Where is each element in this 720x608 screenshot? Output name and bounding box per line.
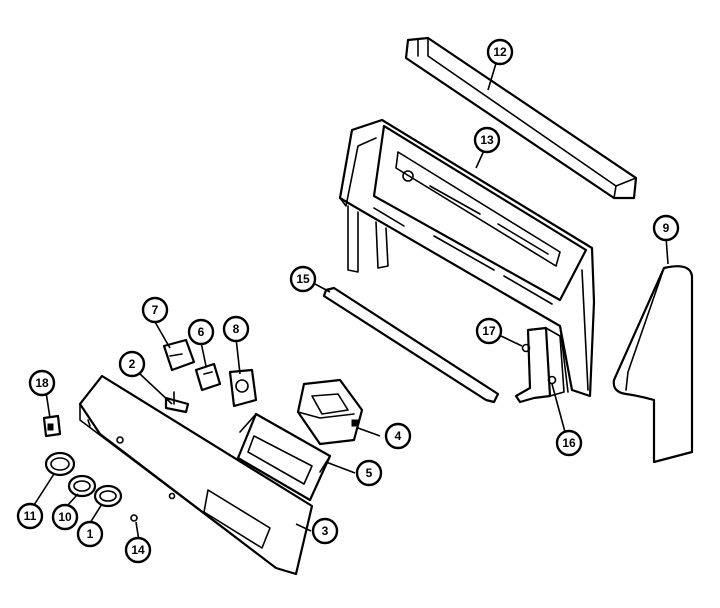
callout-3: 3 <box>311 517 339 545</box>
callout-10: 10 <box>51 503 79 531</box>
callout-4: 4 <box>384 422 412 450</box>
part-8-infinite-switch <box>228 368 258 408</box>
callout-17-label: 17 <box>482 324 496 338</box>
part-9-side-trim <box>612 265 694 464</box>
callout-1-label: 1 <box>87 527 94 541</box>
part-3-control-panel <box>78 374 314 576</box>
callout-14-label: 14 <box>131 543 145 557</box>
callout-6: 6 <box>187 318 215 346</box>
part-15-cross-bar <box>322 286 500 404</box>
part-6-switch <box>194 362 222 392</box>
callout-5-label: 5 <box>366 466 373 480</box>
callout-16: 16 <box>555 429 583 457</box>
callout-6-label: 6 <box>198 325 205 339</box>
callout-15: 15 <box>289 265 317 293</box>
callout-14: 14 <box>124 536 152 564</box>
part-16-17-side-bracket <box>514 326 565 404</box>
callout-1: 1 <box>76 520 104 548</box>
callout-12-label: 12 <box>493 45 507 59</box>
callout-18-label: 18 <box>35 376 49 390</box>
callout-7: 7 <box>141 296 169 324</box>
callout-8: 8 <box>222 315 250 343</box>
callout-18: 18 <box>28 369 56 397</box>
part-1-knob <box>93 484 123 508</box>
callout-17: 17 <box>475 317 503 345</box>
leader-lines <box>33 59 669 542</box>
part-5-display-frame <box>236 412 332 502</box>
callout-13: 13 <box>473 126 501 154</box>
part-7-switch <box>162 338 196 372</box>
callout-15-label: 15 <box>296 272 310 286</box>
callout-9-label: 9 <box>663 221 670 235</box>
callout-9: 9 <box>652 214 680 242</box>
callout-11: 11 <box>16 502 44 530</box>
callout-4-label: 4 <box>395 429 402 443</box>
callout-16-label: 16 <box>562 436 576 450</box>
callout-8-label: 8 <box>233 322 240 336</box>
callout-2-label: 2 <box>129 357 136 371</box>
part-10-knob <box>67 474 97 498</box>
part-12-top-bracket <box>404 36 638 200</box>
callout-2: 2 <box>118 350 146 378</box>
part-11-knob <box>44 451 76 477</box>
part-18-indicator-light <box>42 414 62 438</box>
callout-7-label: 7 <box>152 303 159 317</box>
callout-10-label: 10 <box>58 510 72 524</box>
callout-12: 12 <box>486 38 514 66</box>
callout-3-label: 3 <box>322 524 329 538</box>
callout-11-label: 11 <box>24 509 37 523</box>
callout-5: 5 <box>355 459 383 487</box>
part-14-screw <box>130 514 138 522</box>
part-4-clock-module <box>296 378 364 446</box>
callout-13-label: 13 <box>480 133 494 147</box>
part-13-panel-frame <box>338 118 596 398</box>
part-2-indicator <box>164 391 190 414</box>
